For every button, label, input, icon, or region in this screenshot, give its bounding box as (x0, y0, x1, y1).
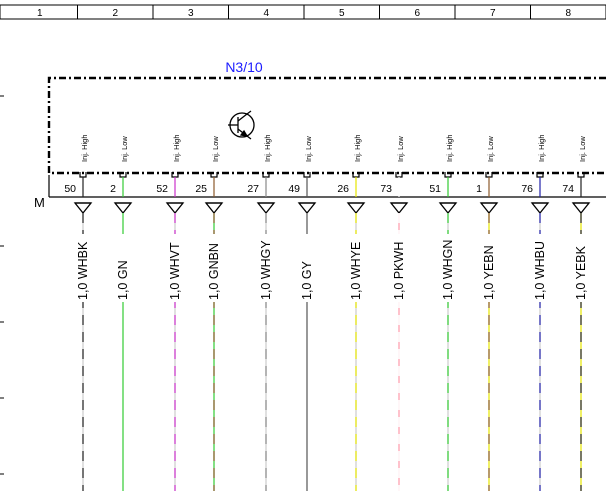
pin-26: Inj. High 26 1,0 WHYE (337, 134, 366, 491)
pin-function-label: Inj. High (445, 134, 454, 162)
wire-label-bg (392, 234, 406, 302)
connector-bar (48, 175, 606, 198)
wire-label: 1,0 WHBU (533, 241, 547, 300)
pin-number: 1 (476, 183, 482, 195)
wire-label: 1,0 GY (300, 260, 314, 300)
pin-number: 49 (288, 183, 300, 195)
pin-27: Inj. High 27 1,0 WHGY (247, 134, 276, 491)
ground-label: M (34, 195, 45, 210)
pin-number: 73 (380, 183, 392, 195)
component-outline (47, 76, 606, 175)
pin-number: 27 (247, 183, 259, 195)
wire-label: 1,0 WHVT (168, 242, 182, 300)
wire-label-bg (482, 234, 496, 302)
wire-label: 1,0 WHGY (259, 240, 273, 300)
pin-50: Inj. High 50 1,0 WHBK (64, 134, 93, 491)
pin-number: 74 (562, 183, 574, 195)
wire-label: 1,0 PKWH (392, 242, 406, 300)
pin-25: Inj. Low 25 1,0 GNBN (195, 136, 224, 491)
column-number: 1 (37, 8, 43, 19)
pin-function-label: Inj. High (353, 134, 362, 162)
connector-triangle (346, 202, 366, 215)
pin-function-label: Inj. High (80, 134, 89, 162)
connector-triangle (204, 202, 224, 215)
wire-label-bg (116, 234, 130, 302)
connector-triangle (479, 202, 499, 215)
connector-triangle (438, 202, 458, 215)
wire-label-bg (574, 234, 588, 302)
wire-label: 1,0 YEBN (482, 245, 496, 300)
pin-function-label: Inj. High (263, 134, 272, 162)
pin-number: 26 (337, 183, 349, 195)
connector-triangle (389, 202, 409, 215)
wire-label: 1,0 WHYE (349, 242, 363, 300)
wire-label-bg (300, 234, 314, 302)
wire-label: 1,0 YEBK (574, 245, 588, 300)
connector-triangle (165, 202, 185, 215)
left-rail (0, 95, 4, 475)
connector-triangle (571, 202, 591, 215)
wire-label-bg (168, 234, 182, 302)
wire-label: 1,0 WHGN (441, 240, 455, 300)
pin-number: 51 (429, 183, 441, 195)
pin-number: 52 (156, 183, 168, 195)
wire-label-bg (349, 234, 363, 302)
wire-label: 1,0 WHBK (76, 241, 90, 300)
transistor-icon (228, 110, 255, 140)
wire-label: 1,0 GN (116, 260, 130, 300)
pin-2: Inj. Low 2 1,0 GN (110, 136, 133, 491)
pin-73: Inj. Low 73 1,0 PKWH (380, 136, 409, 491)
column-header: 1 2 3 4 5 6 7 8 (0, 4, 606, 20)
wire-label-bg (533, 234, 547, 302)
pin-function-label: Inj. High (172, 134, 181, 162)
pin-number: 2 (110, 183, 116, 195)
pin-function-label: Inj. Low (304, 136, 313, 162)
pin-1: Inj. Low 1 1,0 YEBN (476, 136, 499, 491)
pin-52: Inj. High 52 1,0 WHVT (156, 134, 185, 491)
pin-76: Inj. High 76 1,0 WHBU (521, 134, 550, 491)
pin-function-label: Inj. Low (211, 136, 220, 162)
column-number: 6 (414, 8, 420, 19)
column-number: 7 (490, 8, 496, 19)
column-number: 3 (188, 8, 194, 19)
pin-group: Inj. High 50 1,0 WHBK Inj. Low 2 1,0 GN Inj. H… (64, 134, 591, 491)
component-title: N3/10 (225, 59, 263, 75)
pin-51: Inj. High 51 1,0 WHGN (429, 134, 458, 491)
column-number: 2 (112, 8, 118, 19)
connector-triangle (256, 202, 276, 215)
pin-number: 25 (195, 183, 207, 195)
pin-function-label: Inj. Low (120, 136, 129, 162)
connector-triangle (73, 202, 93, 215)
column-number: 5 (339, 8, 345, 19)
pin-function-label: Inj. Low (578, 136, 587, 162)
wire-label-bg (207, 234, 221, 302)
header-frame (0, 4, 606, 20)
wire-label-bg (76, 234, 90, 302)
pin-function-label: Inj. Low (396, 136, 405, 162)
pin-number: 50 (64, 183, 76, 195)
column-number: 4 (263, 8, 269, 19)
column-number: 8 (565, 8, 571, 19)
pin-function-label: Inj. High (537, 134, 546, 162)
connector-triangle (530, 202, 550, 215)
wire-label-bg (259, 234, 273, 302)
pin-49: Inj. Low 49 1,0 GY (288, 136, 317, 491)
connector-triangle (297, 202, 317, 215)
pin-number: 76 (521, 183, 533, 195)
pin-74: Inj. Low 74 1,0 YEBK (562, 136, 591, 491)
connector-triangle (113, 202, 133, 215)
wire-label-bg (441, 234, 455, 302)
wire-label: 1,0 GNBN (207, 243, 221, 300)
pin-function-label: Inj. Low (486, 136, 495, 162)
